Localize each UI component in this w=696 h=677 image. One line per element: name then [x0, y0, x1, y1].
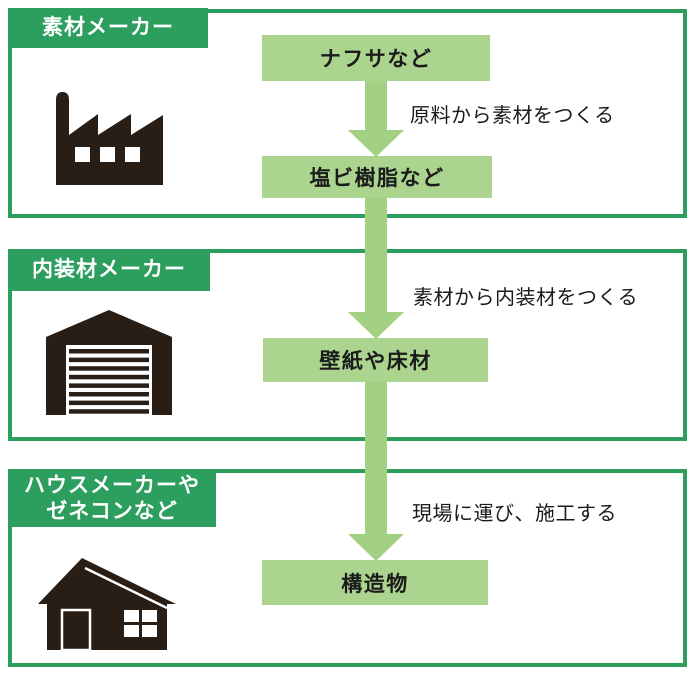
flow-box-label: 構造物: [341, 572, 409, 596]
arrow-caption-make-interior: 素材から内装材をつくる: [413, 287, 639, 309]
arrow-caption-construct: 現場に運び、施工する: [412, 503, 617, 525]
warehouse-icon: [46, 310, 172, 415]
factory-icon: [56, 92, 163, 185]
section-label-text: ハウスメーカーや: [24, 473, 200, 497]
section-label-text: 素材メーカー: [42, 16, 174, 39]
flow-box-wallpaper-flooring: 壁紙や床材: [263, 338, 488, 382]
section-label-interior-material-maker: 内装材メーカー: [8, 249, 210, 291]
section-interior-material-maker: [8, 249, 687, 441]
arrow-down-icon: [348, 80, 404, 157]
arrow-down-icon: [348, 197, 404, 339]
arrow-down-icon: [348, 381, 404, 561]
flow-box-label: 壁紙や床材: [319, 350, 432, 373]
section-house-maker: [8, 469, 687, 667]
section-label-text: ゼネコンなど: [46, 499, 178, 523]
section-material-maker: [8, 9, 687, 218]
flow-box-naphtha: ナフサなど: [262, 35, 490, 81]
arrow-caption-make-material: 原料から素材をつくる: [410, 105, 615, 127]
section-label-material-maker: 素材メーカー: [8, 8, 208, 48]
house-icon: [38, 558, 176, 650]
section-label-text: 内装材メーカー: [32, 258, 186, 281]
flow-box-label: 塩ビ樹脂など: [309, 167, 445, 190]
flow-box-structure: 構造物: [262, 560, 488, 605]
section-label-house-maker: ハウスメーカーや ゼネコンなど: [8, 470, 216, 527]
flow-box-label: ナフサなど: [319, 48, 433, 71]
flow-box-pvc-resin: 塩ビ樹脂など: [262, 156, 492, 198]
